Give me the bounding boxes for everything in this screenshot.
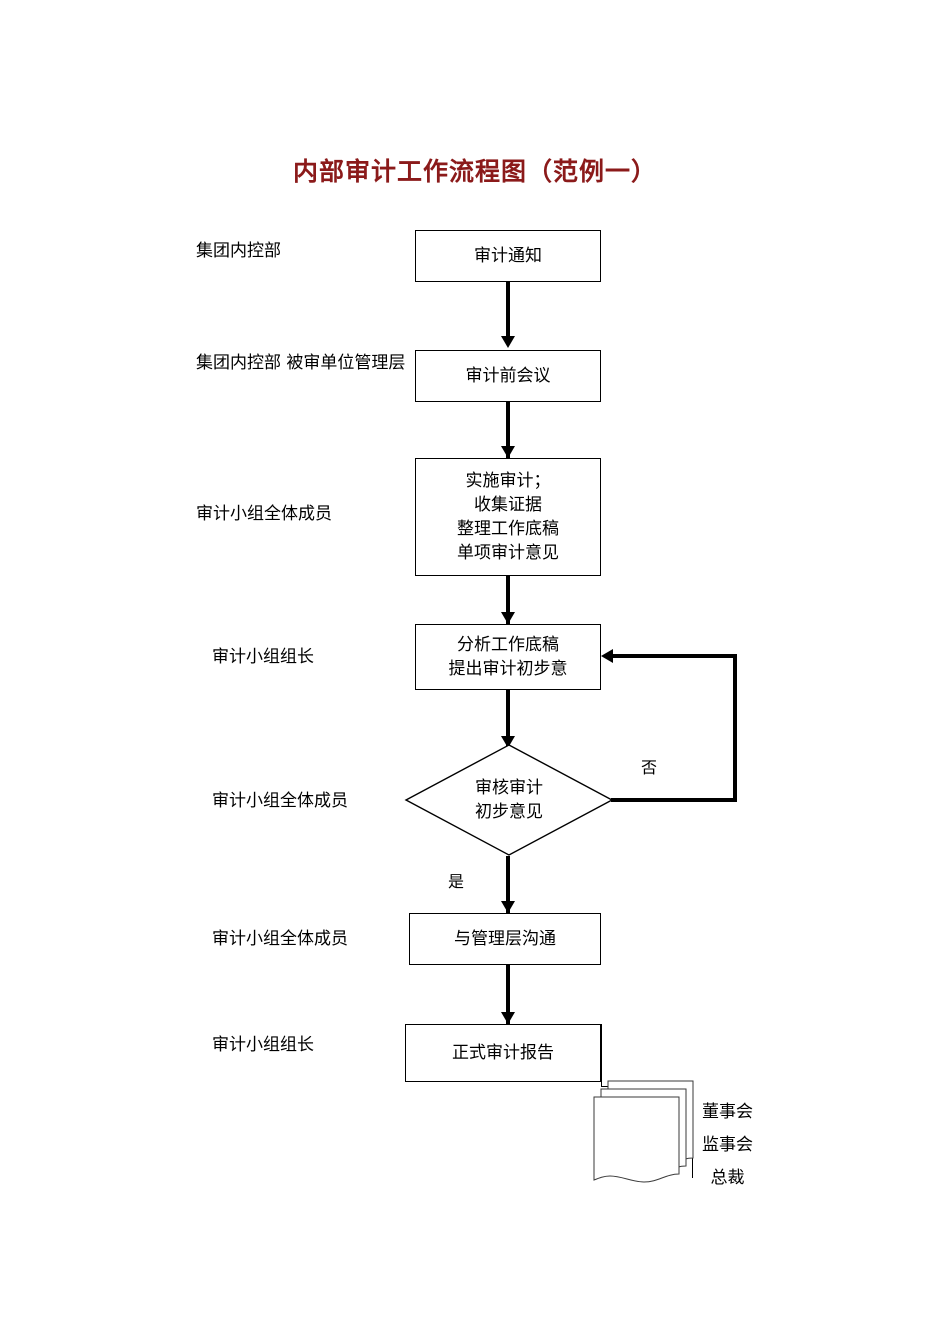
connector-report-to-documents-vertical-b [601,1082,602,1086]
node-perform-audit[interactable]: 实施审计； 收集证据 整理工作底稿 单项审计意见 [415,458,601,576]
role-label-group-internal-control-and-auditee-management: 集团内控部 被审单位管理层 [196,353,406,373]
node-perform-audit-label: 实施审计； 收集证据 整理工作底稿 单项审计意见 [457,471,559,563]
arrow-down-icon [501,612,515,624]
role-label-audit-team-all-members-2: 审计小组全体成员 [212,791,348,811]
node-audit-notice-label: 审计通知 [474,246,542,266]
connector-report-to-documents-vertical-a [601,1024,602,1082]
connector-no-branch-horizontal-top [613,654,735,658]
role-label-audit-team-all-members-1: 审计小组全体成员 [196,504,332,524]
node-review-decision[interactable]: 审核审计 初步意见 [404,744,614,856]
document-stack-icon [592,1078,702,1188]
node-formal-audit-report-label: 正式审计报告 [452,1043,554,1063]
connector-yes-branch [506,856,510,920]
connector-communicate-to-report [506,965,510,1025]
role-label-audit-team-leader-2: 审计小组组长 [212,1035,314,1055]
connector-meeting-to-perform [506,402,510,462]
node-communicate-management[interactable]: 与管理层沟通 [409,913,601,965]
connector-no-branch-horizontal-bottom [611,798,737,802]
diamond-shape-icon [404,744,614,856]
role-label-audit-team-leader-1: 审计小组组长 [212,647,314,667]
node-formal-audit-report[interactable]: 正式审计报告 [405,1024,601,1082]
connector-no-branch-vertical [733,654,737,802]
role-label-audit-team-all-members-3: 审计小组全体成员 [212,929,348,949]
connector-notice-to-meeting [506,282,510,340]
node-analyze-workpapers[interactable]: 分析工作底稿 提出审计初步意 [415,624,601,690]
node-pre-audit-meeting-label: 审计前会议 [465,366,551,386]
node-audit-notice[interactable]: 审计通知 [415,230,601,282]
arrow-down-icon [501,336,515,348]
role-label-group-internal-control: 集团内控部 [196,241,281,261]
node-communicate-management-label: 与管理层沟通 [454,929,556,949]
arrow-down-icon [501,736,515,748]
branch-label-no: 否 [641,758,658,777]
page-title: 内部审计工作流程图（范例一） [292,157,657,186]
recipients-label: 董事会 监事会 总裁 [702,1102,753,1188]
arrow-down-icon [501,1012,515,1024]
arrow-down-icon [501,901,515,913]
arrow-down-icon [501,446,515,458]
arrow-left-icon [601,649,613,663]
connector-analyze-to-decision [506,690,510,750]
branch-label-yes: 是 [448,872,465,891]
node-analyze-workpapers-label: 分析工作底稿 提出审计初步意 [448,635,568,679]
connector-perform-to-analyze [506,576,510,630]
node-pre-audit-meeting[interactable]: 审计前会议 [415,350,601,402]
node-review-decision-label: 审核审计 初步意见 [475,778,543,822]
